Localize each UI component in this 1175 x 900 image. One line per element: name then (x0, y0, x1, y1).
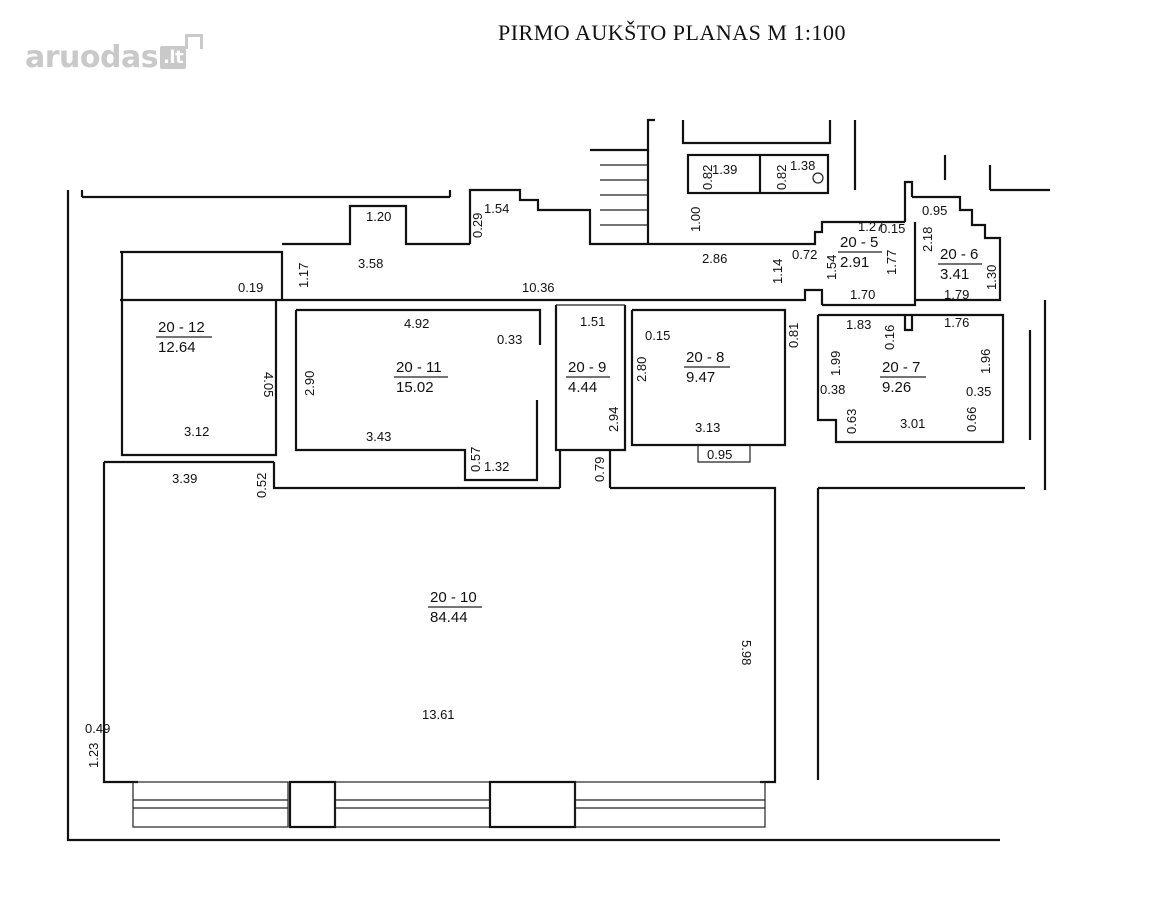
dimension-label: 3.13 (695, 420, 720, 435)
dimension-label: 1.54 (484, 201, 509, 216)
dimension-label: 1.00 (688, 207, 703, 232)
dimension-label: 10.36 (522, 280, 555, 295)
room-area: 15.02 (396, 379, 434, 396)
watermark-name: aruodas (25, 40, 159, 75)
dimension-label: 0.15 (880, 221, 905, 236)
dimension-label: 1.30 (984, 265, 999, 290)
dimension-label: 2.86 (702, 251, 727, 266)
room-id: 20 - 8 (686, 349, 724, 366)
room-id: 20 - 6 (940, 246, 978, 263)
dimension-label: 1.99 (828, 351, 843, 376)
dimension-label: 4.05 (261, 372, 276, 397)
dimension-label: 1.17 (296, 263, 311, 288)
dimension-label: 2.94 (606, 407, 621, 432)
dimension-label: 3.12 (184, 424, 209, 439)
dimension-label: 1.39 (712, 162, 737, 177)
dimension-label: 1.83 (846, 317, 871, 332)
dimension-label: 1.70 (850, 287, 875, 302)
dimension-label: 0.33 (497, 332, 522, 347)
dimension-label: 3.58 (358, 256, 383, 271)
dimension-label: 1.14 (770, 259, 785, 284)
dimension-label: 0.63 (844, 409, 859, 434)
room-id: 20 - 12 (158, 319, 205, 336)
room-area: 4.44 (568, 379, 597, 396)
room-area: 3.41 (940, 266, 969, 283)
dimension-label: 1.27 (858, 219, 883, 234)
watermark-tld: .lt (160, 46, 187, 69)
dimension-label: 2.18 (920, 227, 935, 252)
dimension-label: 1.23 (86, 743, 101, 768)
room-id: 20 - 9 (568, 359, 606, 376)
dimension-label: 0.95 (707, 447, 732, 462)
room-id: 20 - 10 (430, 589, 477, 606)
dimension-label: 1.76 (944, 315, 969, 330)
dimension-label: 13.61 (422, 707, 455, 722)
dimension-label: 0.81 (786, 323, 801, 348)
dimension-label: 4.92 (404, 316, 429, 331)
dimension-label: 0.19 (238, 280, 263, 295)
dimension-label: 0.82 (700, 165, 715, 190)
dimension-label: 0.79 (592, 457, 607, 482)
plan-title: PIRMO AUKŠTO PLANAS M 1:100 (498, 20, 847, 45)
dimension-label: 2.90 (302, 371, 317, 396)
dimension-label: 0.95 (922, 203, 947, 218)
room-id: 20 - 7 (882, 359, 920, 376)
dimension-label: 1.32 (484, 459, 509, 474)
dimension-label: 0.49 (85, 721, 110, 736)
dimension-label: 1.77 (884, 250, 899, 275)
dimension-label: 1.20 (366, 209, 391, 224)
room-area: 9.47 (686, 369, 715, 386)
dimension-label: 1.79 (944, 287, 969, 302)
room-area: 2.91 (840, 254, 869, 271)
watermark-logo: aruodas.lt (25, 34, 203, 75)
dimension-label: 0.15 (645, 328, 670, 343)
dimension-label: 0.16 (882, 325, 897, 350)
dimension-label: 1.96 (978, 349, 993, 374)
dimension-labels: 1.20 1.54 0.29 3.58 1.17 0.19 10.36 4.05… (85, 158, 999, 768)
dimension-label: 0.66 (964, 407, 979, 432)
dimension-label: 0.82 (774, 165, 789, 190)
dimension-label: 1.54 (824, 255, 839, 280)
dimension-label: 0.52 (254, 473, 269, 498)
dimension-label: 5.98 (739, 640, 754, 665)
dimension-label: 3.39 (172, 471, 197, 486)
dimension-label: 0.29 (470, 213, 485, 238)
room-area: 84.44 (430, 609, 468, 626)
room-id: 20 - 11 (396, 359, 442, 376)
walls (66, 118, 1050, 842)
dimension-label: 0.35 (966, 384, 991, 399)
dimension-label: 0.38 (820, 382, 845, 397)
dimension-label: 0.72 (792, 247, 817, 262)
dimension-label: 3.43 (366, 429, 391, 444)
room-id: 20 - 5 (840, 234, 878, 251)
house-icon (185, 34, 203, 49)
dimension-label: 1.51 (580, 314, 605, 329)
dimension-label: 3.01 (900, 416, 925, 431)
dimension-label: 1.38 (790, 158, 815, 173)
room-area: 9.26 (882, 379, 911, 396)
dimension-label: 2.80 (634, 357, 649, 382)
room-labels: 20 - 12 12.64 20 - 11 15.02 20 - 9 4.44 … (156, 234, 982, 626)
room-area: 12.64 (158, 339, 196, 356)
dimension-label: 0.57 (468, 447, 483, 472)
